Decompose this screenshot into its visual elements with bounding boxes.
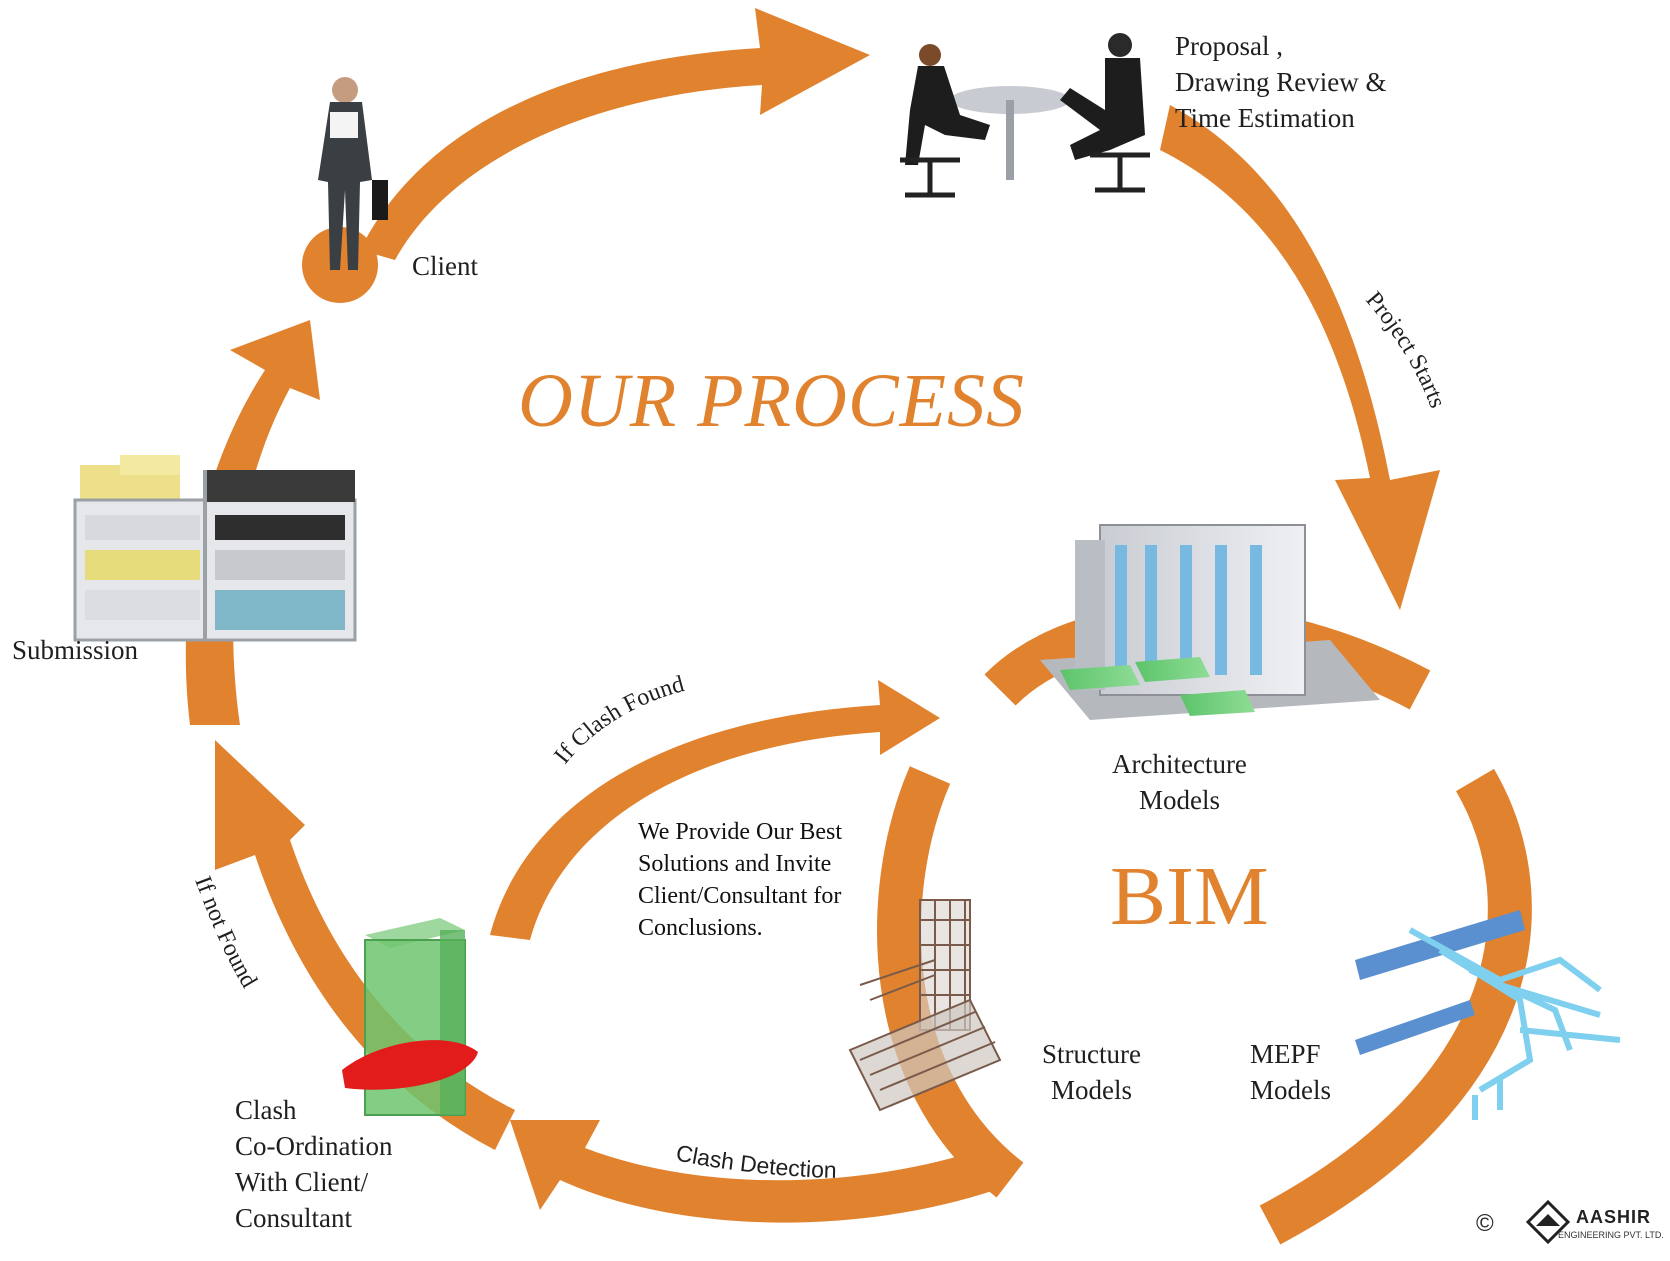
- inner-loop: [490, 680, 940, 940]
- pipe-network-icon: [1355, 910, 1621, 1120]
- arrow-client-to-proposal: [360, 8, 870, 260]
- submission-label: Submission: [12, 635, 139, 665]
- bim-arc-right: [1259, 768, 1532, 1245]
- aashir-logo-icon: [1525, 1199, 1571, 1245]
- arrow-project-starts: [1160, 105, 1440, 610]
- clash-column-icon: [342, 918, 478, 1116]
- solutions-message: We Provide Our Best Solutions and Invite…: [638, 819, 843, 941]
- building-model-icon: [1040, 524, 1380, 720]
- businessman-icon: [318, 77, 388, 270]
- project-starts-label: Project Starts: [1360, 287, 1450, 411]
- arrow-if-clash-found: [490, 680, 940, 940]
- bim-arc-left: [877, 766, 1024, 1198]
- proposal-label: Proposal , Drawing Review & Time Estimat…: [1175, 31, 1387, 133]
- meeting-icon: [900, 33, 1150, 198]
- bim-label: BIM: [1110, 850, 1269, 943]
- client-label: Client: [412, 251, 478, 281]
- logo-subtitle: ENGINEERING PVT. LTD.: [1558, 1230, 1664, 1240]
- mepf-label: MEPF Models: [1250, 1039, 1331, 1105]
- arrow-if-not-found: [215, 740, 515, 1150]
- logo-name: AASHIR: [1576, 1207, 1652, 1227]
- document-shelf-icon: [73, 455, 357, 642]
- page-title: OUR PROCESS: [518, 359, 1026, 443]
- arrow-clash-detection: [510, 1120, 995, 1223]
- architecture-label: Architecture Models: [1112, 749, 1247, 815]
- copyright-symbol: ©: [1476, 1210, 1494, 1237]
- structure-label: Structure Models: [1042, 1039, 1141, 1105]
- clash-coordination-label: Clash Co-Ordination With Client/ Consult…: [235, 1095, 393, 1233]
- if-not-found-label: If not Found: [189, 873, 262, 992]
- rebar-structure-icon: [848, 899, 1002, 1112]
